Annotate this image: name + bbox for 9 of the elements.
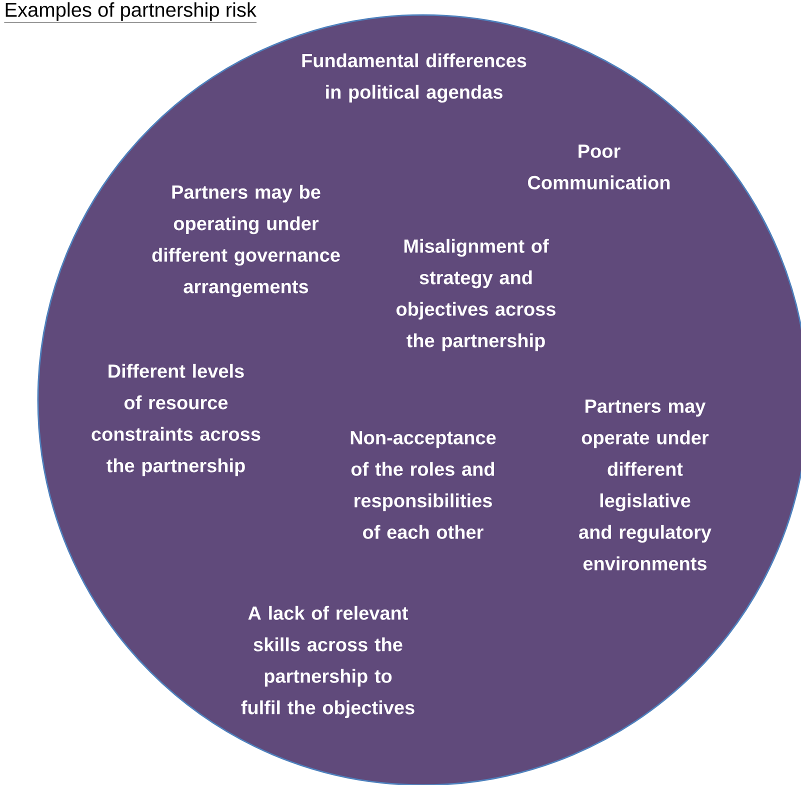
risk-text: A lack of relevant skills across the partnership to fulfil the objectives	[241, 606, 414, 718]
risk-text: Different levels of resource constraints across the partnership	[92, 364, 260, 476]
heading: Examples of partnership risk	[4, 2, 257, 22]
risk-text: Fundamental differences in political agendas	[302, 53, 526, 103]
risk-text: Partners may be operating under different governance arrangements	[152, 184, 340, 298]
risk-text: Misalignment of strategy and objectives across the partnership	[396, 238, 556, 352]
risk-text: Partners may operate under different legislative and regulatory environments	[579, 400, 712, 570]
risk-text: Poor Communication	[528, 144, 670, 190]
risk-text: Non-acceptance of the roles and responsibilities of each other	[350, 431, 496, 539]
